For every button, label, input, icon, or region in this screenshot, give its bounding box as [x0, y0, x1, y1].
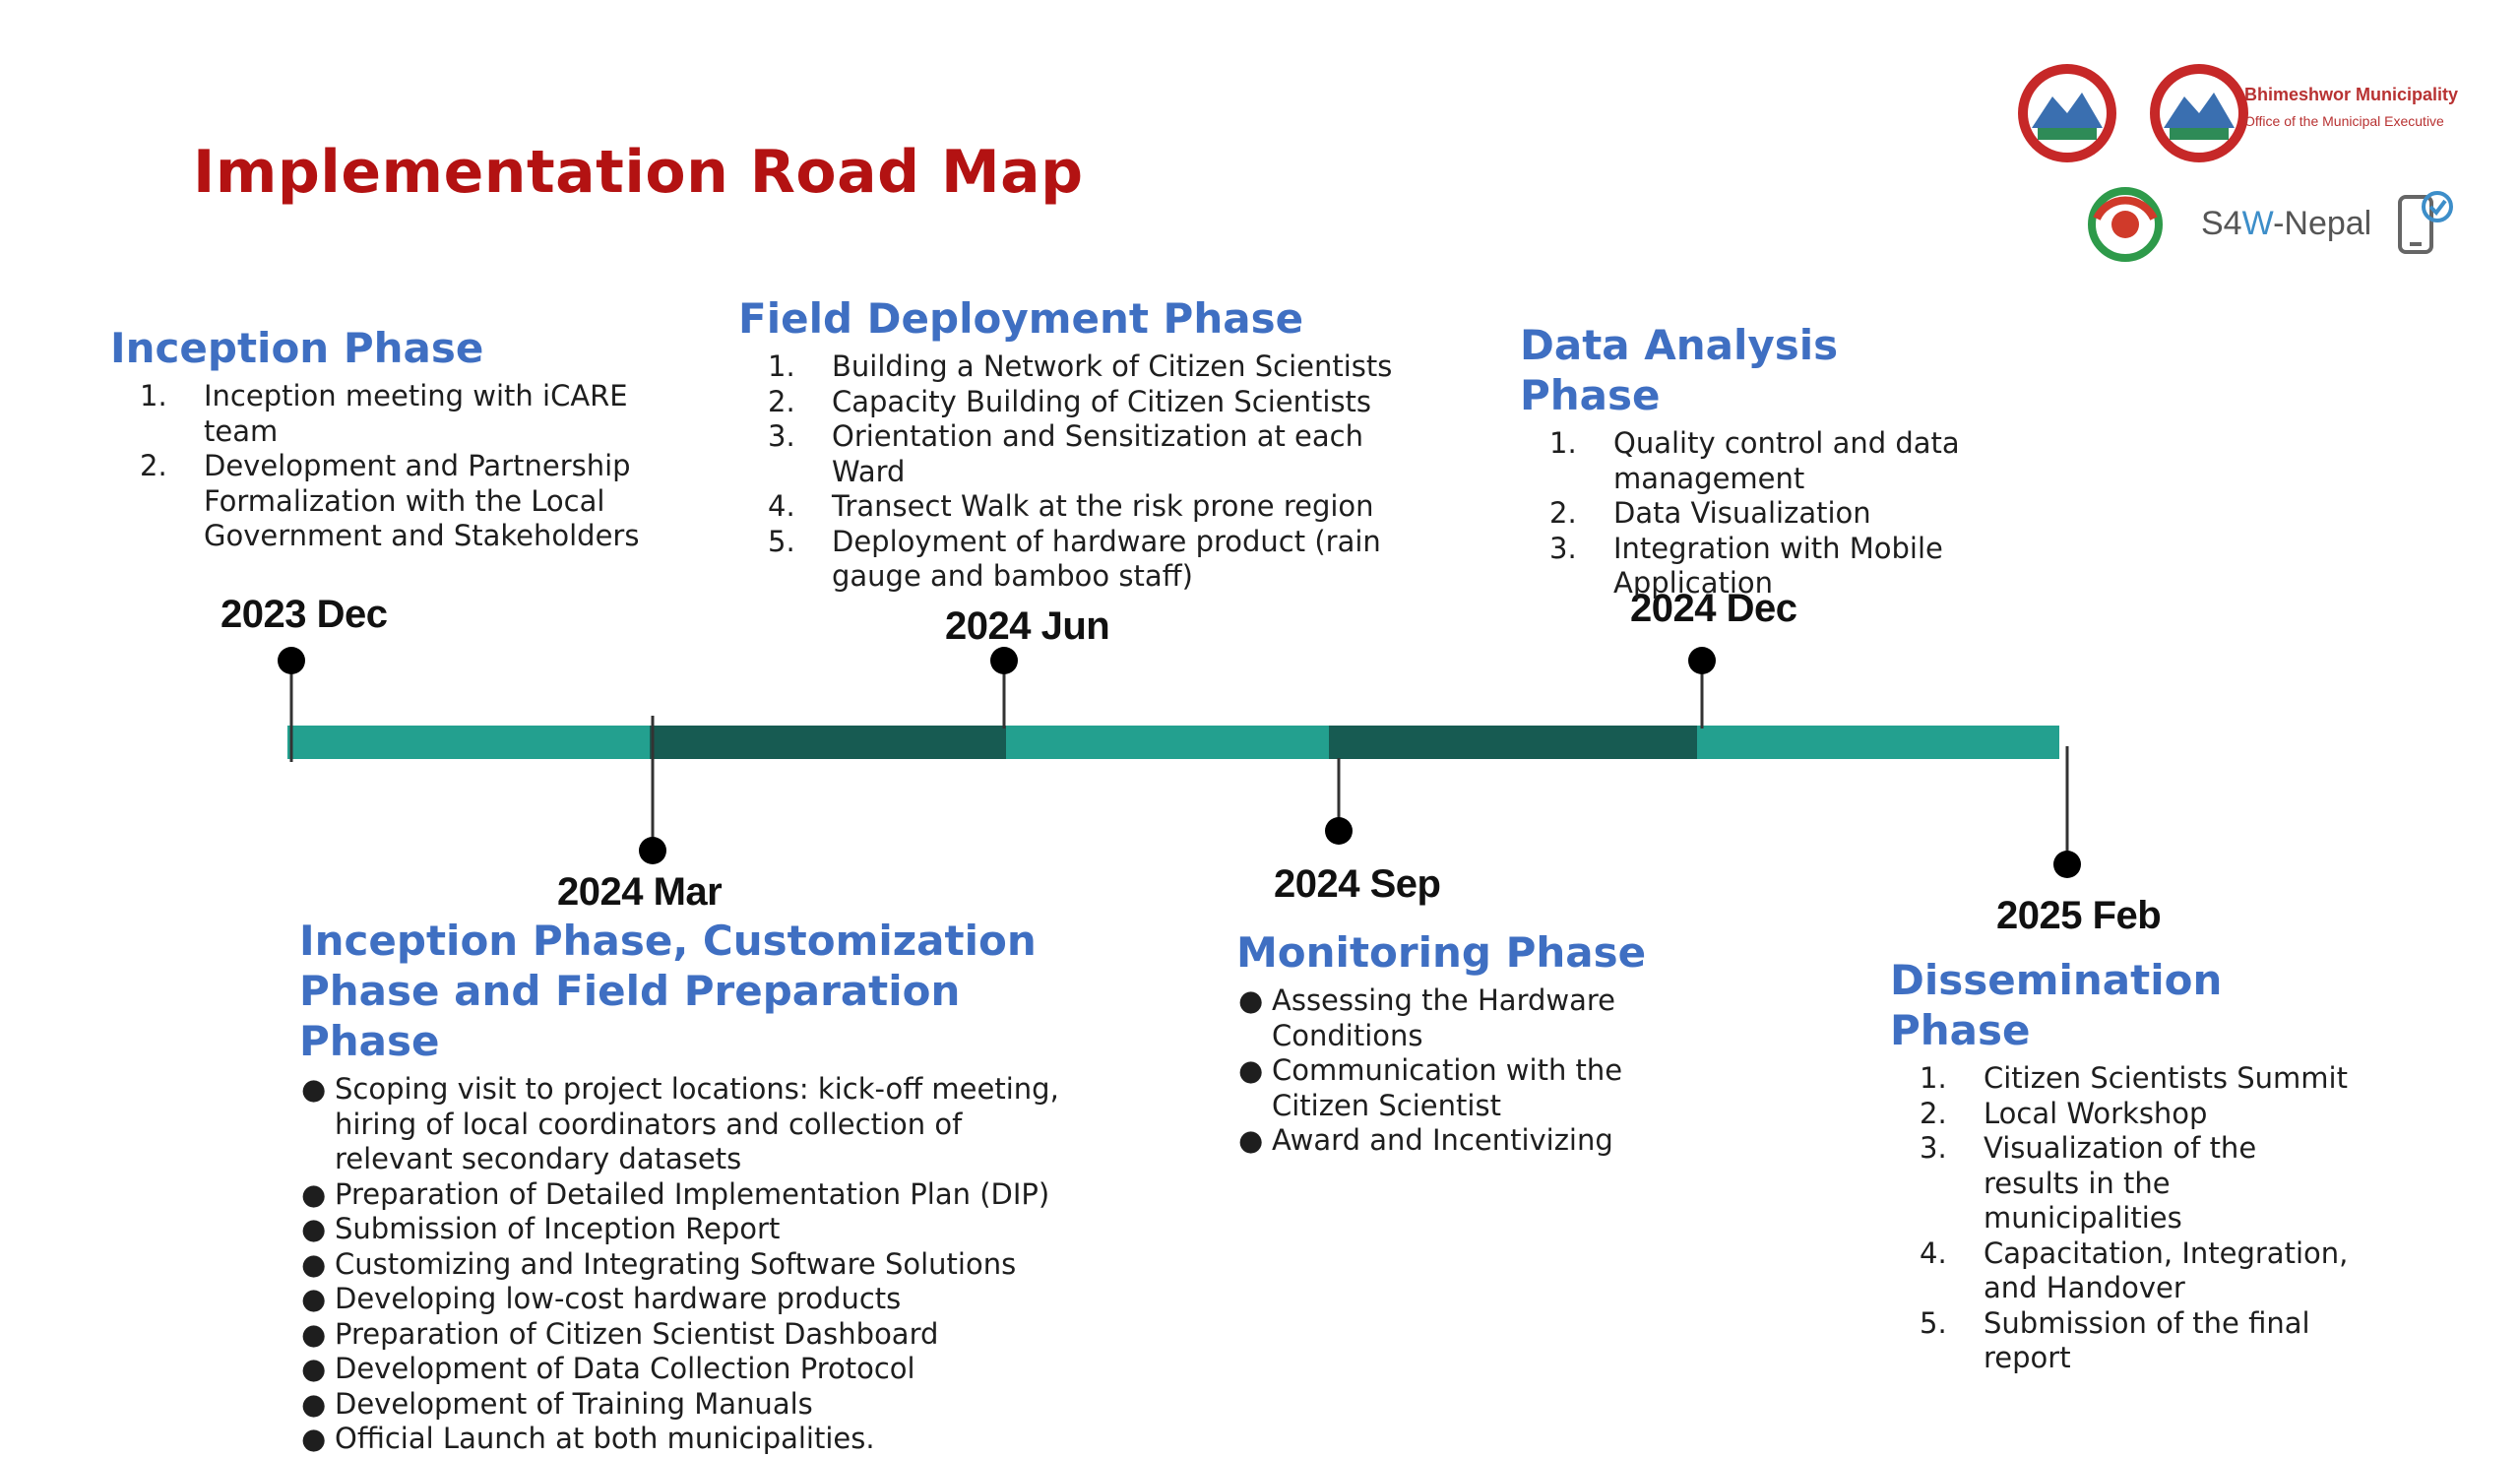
list-item: 5.Deployment of hardware product (rain g… [768, 524, 1381, 594]
milestone-marker-2024-mar [639, 716, 666, 864]
municipality-emblem-2 [2150, 64, 2248, 162]
timeline-segment-1 [287, 726, 650, 759]
inception-phase-title: Inception Phase [110, 324, 484, 372]
municipality-label: Bhimeshwor Municipality Office of the Mu… [2244, 85, 2458, 129]
milestone-marker-2025-feb [2053, 746, 2081, 878]
list-item: ●Communication with the Citizen Scientis… [1238, 1053, 1623, 1122]
s4w-nepal-logo: S4W-Nepal [2201, 205, 2372, 242]
list-item: 4.Transect Walk at the risk prone region [768, 489, 1374, 523]
list-item: 2.Data Visualization [1549, 496, 1871, 530]
milestone-marker-2023-dec [278, 647, 305, 762]
list-item: 3.Integration with Mobile Application [1549, 531, 1943, 601]
milestone-date-2024-jun: 2024 Jun [945, 604, 1110, 648]
list-item: ●Assessing the Hardware Conditions [1238, 983, 1616, 1052]
monitoring-phase-list: ●Assessing the Hardware Conditions ●Comm… [1236, 983, 1650, 1159]
data-analysis-phase-list: 1.Quality control and data management 2.… [1520, 426, 1983, 602]
timeline-segment-3 [1006, 726, 1329, 759]
milestone-date-2024-sep: 2024 Sep [1274, 862, 1441, 906]
list-item: 1.Quality control and data management [1549, 426, 1960, 495]
list-item: ●Customizing and Integrating Software So… [301, 1246, 1017, 1281]
list-item: 3.Visualization of the results in the mu… [1920, 1131, 2257, 1235]
timeline-segment-4 [1329, 726, 1697, 759]
field-deployment-phase: Field Deployment Phase 1.Building a Netw… [738, 293, 1418, 595]
list-item: ●Official Launch at both municipalities. [301, 1422, 875, 1455]
list-item: ●Award and Incentivizing [1238, 1123, 1613, 1157]
list-item: 1.Building a Network of Citizen Scientis… [768, 349, 1393, 383]
milestone-marker-2024-dec [1688, 647, 1716, 728]
list-item: 2.Development and Partnership Formalizat… [140, 449, 640, 552]
milestone-date-2025-feb: 2025 Feb [1996, 894, 2162, 937]
mobile-check-icon [2398, 191, 2453, 254]
data-analysis-phase: Data Analysis Phase 1.Quality control an… [1520, 320, 1983, 602]
inception-phase: Inception Phase 1.Inception meeting with… [110, 323, 662, 554]
customization-phase-list: ●Scoping visit to project locations: kic… [299, 1072, 1087, 1457]
list-item: ●Preparation of Citizen Scientist Dashbo… [301, 1316, 939, 1351]
dissemination-phase: Dissemination Phase 1.Citizen Scientists… [1890, 955, 2353, 1376]
list-item: 2.Capacity Building of Citizen Scientist… [768, 384, 1372, 418]
list-item: ●Development of Data Collection Protocol [301, 1352, 915, 1385]
customization-phase-title: Inception Phase, Customization Phase and… [299, 917, 1037, 1065]
timeline-segment-5 [1697, 726, 2059, 759]
list-item: 4.Capacitation, Integration, and Handove… [1920, 1235, 2349, 1305]
list-item: ●Scoping visit to project locations: kic… [301, 1072, 1059, 1175]
milestone-marker-2024-sep [1325, 758, 1353, 845]
monitoring-phase: Monitoring Phase ●Assessing the Hardware… [1236, 927, 1650, 1159]
municipality-office: Office of the Municipal Executive [2244, 113, 2444, 129]
milestone-date-2023-dec: 2023 Dec [220, 593, 388, 636]
list-item: ●Submission of Inception Report [301, 1212, 781, 1245]
list-item: ●Preparation of Detailed Implementation … [301, 1176, 1050, 1211]
list-item: 1.Inception meeting with iCARE team [140, 379, 628, 448]
icare-logo [2088, 187, 2163, 262]
municipality-emblem-1 [2018, 64, 2116, 162]
page-title: Implementation Road Map [193, 138, 1084, 207]
list-item: 5.Submission of the final report [1920, 1305, 2310, 1375]
timeline-segment-2 [650, 726, 1006, 759]
field-deployment-phase-title: Field Deployment Phase [738, 294, 1304, 343]
list-item: 3.Orientation and Sensitization at each … [768, 419, 1363, 488]
list-item: ●Development of Training Manuals [301, 1386, 813, 1421]
dissemination-phase-list: 1.Citizen Scientists Summit 2.Local Work… [1890, 1061, 2353, 1376]
data-analysis-phase-title: Data Analysis Phase [1520, 321, 1839, 419]
timeline [278, 647, 2081, 878]
dissemination-phase-title: Dissemination Phase [1890, 956, 2223, 1054]
monitoring-phase-title: Monitoring Phase [1236, 928, 1647, 977]
municipality-name: Bhimeshwor Municipality [2244, 85, 2459, 104]
list-item: 2.Local Workshop [1920, 1096, 2208, 1130]
field-deployment-phase-list: 1.Building a Network of Citizen Scientis… [738, 349, 1418, 595]
list-item: ●Developing low-cost hardware products [301, 1282, 902, 1315]
list-item: 1.Citizen Scientists Summit [1920, 1061, 2348, 1095]
timeline-bar [287, 726, 2059, 759]
milestone-date-2024-dec: 2024 Dec [1630, 587, 1797, 630]
milestone-marker-2024-jun [990, 647, 1018, 728]
customization-phase: Inception Phase, Customization Phase and… [299, 916, 1087, 1457]
inception-phase-list: 1.Inception meeting with iCARE team 2.De… [110, 379, 662, 554]
milestone-date-2024-mar: 2024 Mar [557, 870, 723, 914]
